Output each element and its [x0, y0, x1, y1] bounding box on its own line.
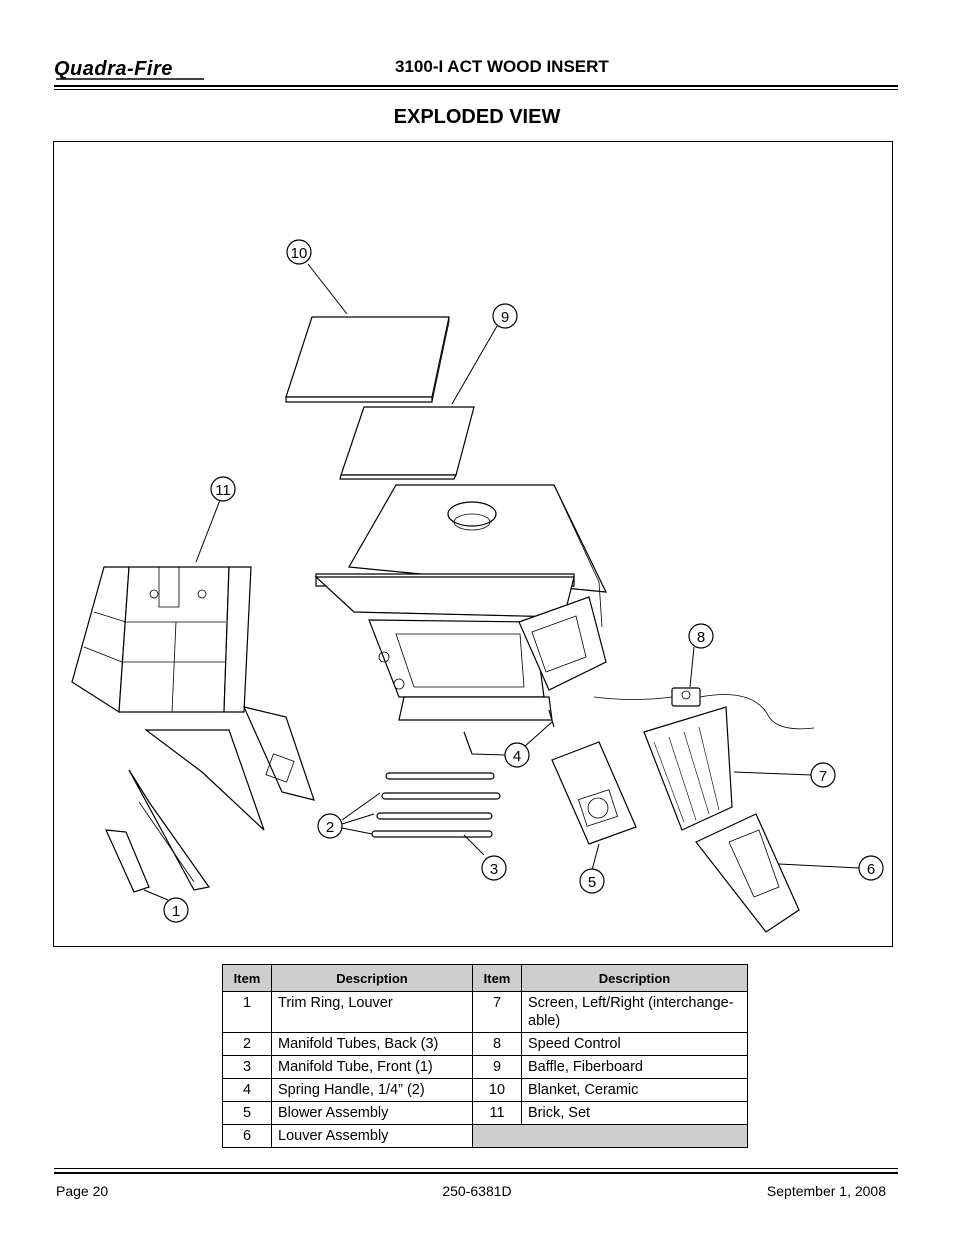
- callout-1-label: 1: [172, 903, 180, 920]
- header-rule-thin: [54, 89, 898, 90]
- part-speed-control: [593, 687, 815, 730]
- table-row: 3 Manifold Tube, Front (1) 9 Baffle, Fib…: [222, 1055, 748, 1079]
- header-description-a: Description: [271, 964, 473, 992]
- item-description: Spring Handle, 1/4” (2): [271, 1078, 473, 1102]
- brand-logo: Quadra-Fire: [54, 52, 214, 82]
- callout-5-label: 5: [588, 874, 596, 891]
- document-date: September 1, 2008: [766, 1183, 886, 1199]
- header-rule: [54, 85, 898, 87]
- item-description: Screen, Left/Right (interchange-able): [521, 991, 748, 1033]
- callout-9-label: 9: [501, 309, 509, 326]
- callout-7: 7: [810, 762, 836, 788]
- item-description: Brick, Set: [521, 1101, 748, 1125]
- part-stove-body: [314, 484, 608, 721]
- table-row: 2 Manifold Tubes, Back (3) 8 Speed Contr…: [222, 1032, 748, 1056]
- callout-2-label: 2: [326, 819, 334, 836]
- part-brick-set: [71, 566, 252, 714]
- header-item-b: Item: [472, 964, 522, 992]
- part-blower-assembly: [551, 741, 637, 845]
- callout-leaders: [143, 263, 860, 901]
- item-number: 3: [222, 1055, 272, 1079]
- exploded-view-diagram: 1 2 3 4 5 6 7 8: [53, 141, 893, 947]
- document-number: 250-6381D: [442, 1183, 512, 1199]
- callout-10-label: 10: [291, 245, 308, 262]
- item-number: 5: [222, 1101, 272, 1125]
- item-number: 9: [472, 1055, 522, 1079]
- callout-4: 4: [504, 742, 530, 768]
- parts-table-header: Item Description Item Description: [222, 964, 748, 992]
- part-baffle-fiberboard: [339, 406, 475, 480]
- item-description: Speed Control: [521, 1032, 748, 1056]
- item-description: Trim Ring, Louver: [271, 991, 473, 1033]
- brand-logo-text: Quadra-Fire: [54, 58, 173, 80]
- item-number: 4: [222, 1078, 272, 1102]
- item-number: 10: [472, 1078, 522, 1102]
- part-louver-assembly: [695, 813, 800, 933]
- callout-3-label: 3: [490, 861, 498, 878]
- item-number: 2: [222, 1032, 272, 1056]
- item-description: Blanket, Ceramic: [521, 1078, 748, 1102]
- table-row: 4 Spring Handle, 1/4” (2) 10 Blanket, Ce…: [222, 1078, 748, 1102]
- item-description: Baffle, Fiberboard: [521, 1055, 748, 1079]
- callout-6-label: 6: [867, 861, 875, 878]
- callout-7-label: 7: [819, 768, 827, 785]
- document-title: 3100-I ACT WOOD INSERT: [395, 57, 609, 76]
- parts-table: Item Description Item Description 1 Trim…: [222, 964, 748, 1148]
- empty-cell: [472, 1124, 748, 1148]
- part-louver-left: [144, 706, 315, 831]
- item-description: Manifold Tubes, Back (3): [271, 1032, 473, 1056]
- table-row: 6 Louver Assembly: [222, 1124, 748, 1148]
- callout-8-label: 8: [697, 629, 705, 646]
- part-screen: [643, 706, 733, 831]
- header-item-a: Item: [222, 964, 272, 992]
- footer-rule: [54, 1172, 898, 1174]
- item-description: Louver Assembly: [271, 1124, 473, 1148]
- callout-10: 10: [286, 239, 312, 265]
- header-description-b: Description: [521, 964, 748, 992]
- item-number: 6: [222, 1124, 272, 1148]
- page-number: Page 20: [56, 1183, 109, 1199]
- callout-5: 5: [579, 868, 605, 894]
- section-title: EXPLODED VIEW: [393, 106, 561, 128]
- callout-8: 8: [688, 623, 714, 649]
- item-description: Manifold Tube, Front (1): [271, 1055, 473, 1079]
- exploded-view-drawing: 1 2 3 4 5 6 7 8: [71, 239, 884, 933]
- callout-11-label: 11: [215, 482, 231, 499]
- part-manifold-tubes: [371, 772, 501, 838]
- table-row: 5 Blower Assembly 11 Brick, Set: [222, 1101, 748, 1125]
- callout-4-label: 4: [513, 748, 521, 765]
- part-blanket-ceramic: [285, 316, 450, 403]
- callout-9: 9: [492, 303, 518, 329]
- callout-2: 2: [317, 813, 343, 839]
- item-description: Blower Assembly: [271, 1101, 473, 1125]
- item-number: 11: [472, 1101, 522, 1125]
- item-number: 1: [222, 991, 272, 1033]
- footer-rule-thin: [54, 1168, 898, 1169]
- part-spring-handle: [463, 709, 555, 755]
- callout-3: 3: [481, 855, 507, 881]
- item-number: 7: [472, 991, 522, 1033]
- part-trim-ring-louver: [105, 769, 211, 893]
- callout-11: 11: [210, 476, 236, 502]
- item-number: 8: [472, 1032, 522, 1056]
- table-row: 1 Trim Ring, Louver 7 Screen, Left/Right…: [222, 991, 748, 1033]
- callout-6: 6: [858, 855, 884, 881]
- callout-1: 1: [163, 897, 189, 923]
